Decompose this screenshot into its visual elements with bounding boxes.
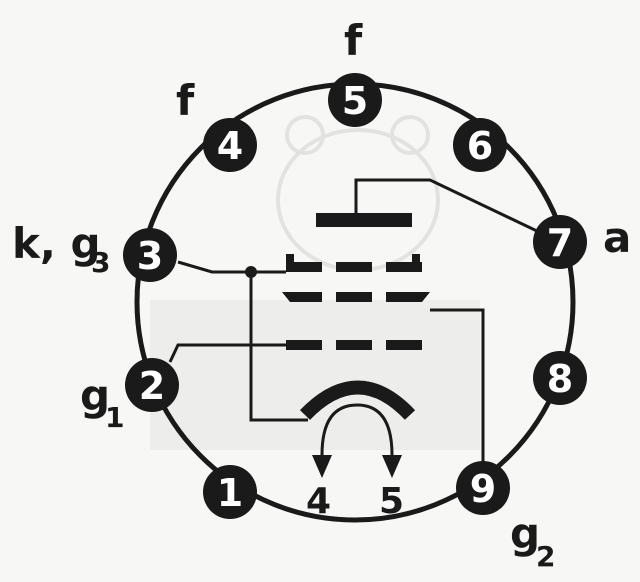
label-g1-subscript: 1 [105, 401, 124, 434]
pin-6: 6 [453, 118, 507, 172]
lead-cathode [249, 272, 308, 422]
label-g2-subscript: 2 [536, 540, 555, 573]
arrow-to-5 [382, 455, 402, 478]
svg-text:7: 7 [547, 221, 573, 265]
watermark-logo [276, 115, 440, 272]
svg-text:9: 9 [470, 467, 496, 511]
label-g1: g [80, 371, 110, 420]
svg-text:4: 4 [217, 124, 243, 168]
anode-plate [316, 213, 412, 227]
watermark-block [150, 300, 480, 450]
svg-text:2: 2 [139, 364, 165, 408]
label-g2: g [510, 509, 540, 558]
pin-9: 9 [456, 461, 510, 515]
svg-text:5: 5 [342, 79, 368, 123]
deflection-label-4: 4 [306, 481, 331, 522]
deflection-label-5: 5 [379, 481, 404, 522]
label-k-g3: k, g [12, 219, 101, 268]
svg-text:8: 8 [547, 357, 573, 401]
pin-4: 4 [203, 118, 257, 172]
pin-1: 1 [203, 465, 257, 519]
arrow-to-4 [312, 455, 332, 478]
grid-g3 [286, 254, 422, 272]
lead-pin2-to-g1 [168, 343, 286, 363]
label-f-left: f [176, 76, 195, 125]
svg-text:6: 6 [467, 124, 493, 168]
svg-text:3: 3 [137, 234, 163, 278]
label-a: a [603, 213, 631, 262]
anode-lead [354, 178, 561, 244]
pin-5: 5 [328, 73, 382, 127]
pin-3: 3 [123, 228, 177, 282]
grid-g2 [282, 292, 430, 302]
lead-pin3-to-g3 [177, 260, 286, 274]
cathode-arc [299, 380, 416, 420]
label-f-top: f [344, 16, 363, 65]
deflection-arc [320, 403, 394, 456]
svg-text:1: 1 [217, 471, 243, 515]
lead-pin9-to-g2 [430, 308, 485, 465]
pin-7: 7 [533, 215, 587, 269]
grid-g1 [286, 340, 422, 350]
pin-2: 2 [125, 358, 179, 412]
pin-8: 8 [533, 351, 587, 405]
label-k-g3-subscript: 3 [91, 246, 110, 279]
